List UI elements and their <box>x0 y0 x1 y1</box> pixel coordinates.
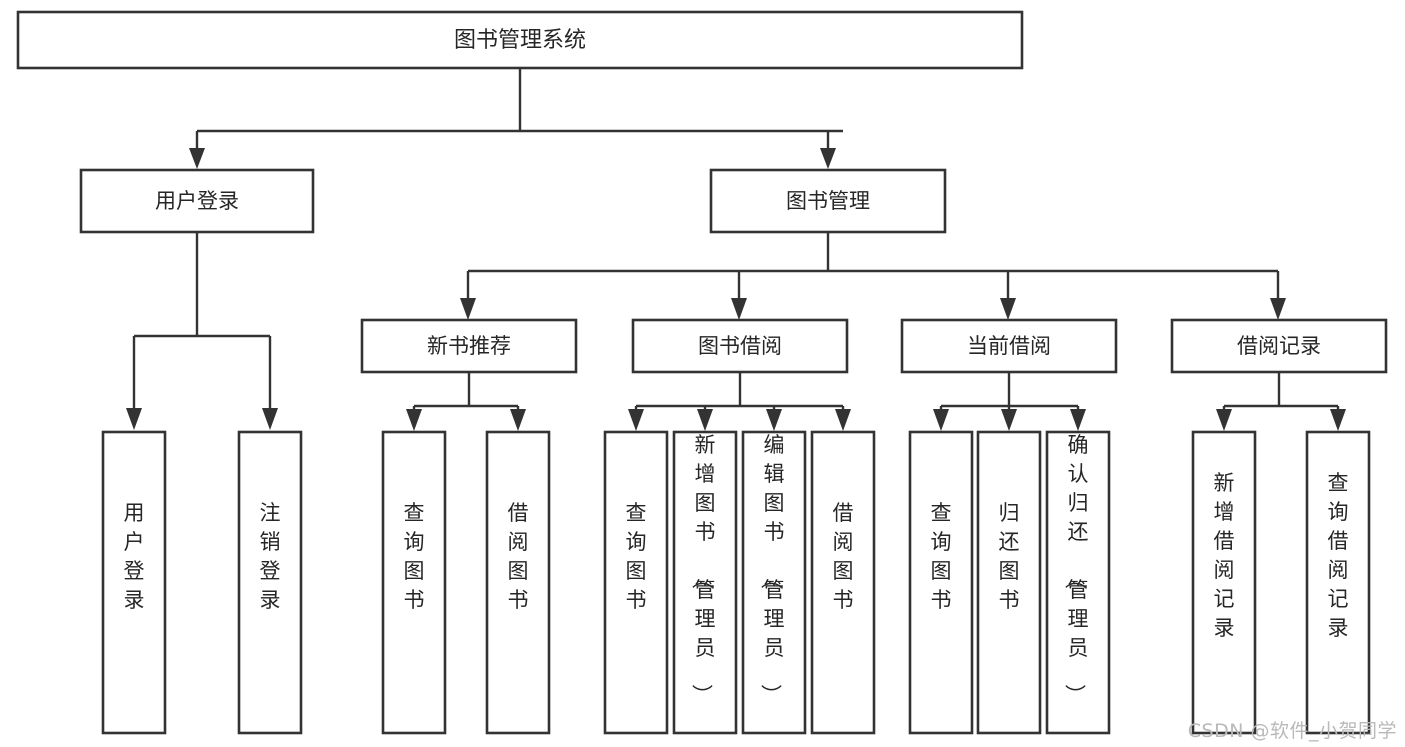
node-book-manage-label: 图书管理 <box>786 189 870 213</box>
connector-user-login-to-leaves <box>126 232 278 430</box>
leaf-node-borrow-book-box[interactable] <box>810 430 876 735</box>
connector-root-to-level2 <box>189 68 843 169</box>
arrow-head-to-leaf-logout <box>262 408 278 430</box>
arrow-head-to-leaf-query-book-2 <box>628 409 644 431</box>
leaf-node-query-book-current-label: 查询图书 <box>931 501 952 612</box>
leaf-node-borrow-book-rec[interactable]: 借阅图书 <box>485 430 551 735</box>
leaf-node-add-record-box[interactable] <box>1191 430 1257 735</box>
leaf-node-logout-label: 注销登录 <box>260 501 281 612</box>
arrow-head-to-leaf-query-book-3 <box>933 409 949 431</box>
leaf-node-logout[interactable]: 注销登录 <box>237 430 303 735</box>
leaf-node-query-book-current-box[interactable] <box>908 430 974 735</box>
node-book-borrow-box[interactable] <box>631 318 849 374</box>
leaf-node-query-book-current[interactable]: 查询图书 <box>908 430 974 735</box>
leaf-node-add-book-label: 新增图书（管理员） <box>690 433 716 705</box>
arrow-head-to-leaf-add-record <box>1216 409 1232 431</box>
node-borrow-record-label: 借阅记录 <box>1237 334 1321 358</box>
leaf-node-add-record[interactable]: 新增借阅记录 <box>1191 430 1257 735</box>
node-book-borrow-label: 图书借阅 <box>698 334 782 358</box>
connector-book-borrow-to-leaves <box>628 372 851 431</box>
leaf-node-borrow-book-rec-box[interactable] <box>485 430 551 735</box>
leaf-node-query-book-borrow-label: 查询图书 <box>626 501 647 612</box>
leaf-node-add-book[interactable]: 新增图书（管理员） <box>672 430 738 735</box>
arrow-head-to-user-login <box>189 148 205 169</box>
leaf-node-query-book-borrow-box[interactable] <box>603 430 669 735</box>
leaf-node-query-book-rec[interactable]: 查询图书 <box>381 430 447 735</box>
arrow-head-to-leaf-query-book-1 <box>406 409 422 431</box>
arrow-head-to-leaf-add-book <box>697 409 713 431</box>
node-root-system-box[interactable] <box>16 10 1024 70</box>
arrow-head-to-leaf-edit-book <box>766 409 782 431</box>
node-book-borrow[interactable]: 图书借阅 <box>631 318 849 374</box>
node-user-login-label: 用户登录 <box>155 189 239 213</box>
connector-current-borrow-to-leaves <box>933 372 1086 431</box>
node-current-borrow-label: 当前借阅 <box>967 334 1051 358</box>
node-book-manage-box[interactable] <box>709 168 947 234</box>
node-new-book-rec[interactable]: 新书推荐 <box>360 318 578 374</box>
leaf-node-query-book-borrow[interactable]: 查询图书 <box>603 430 669 735</box>
arrow-head-to-book-borrow <box>731 298 747 320</box>
node-borrow-record-box[interactable] <box>1170 318 1388 374</box>
leaf-node-add-record-label: 新增借阅记录 <box>1214 471 1235 640</box>
connector-book-manage-to-level3 <box>460 232 1286 320</box>
node-current-borrow[interactable]: 当前借阅 <box>900 318 1118 374</box>
leaf-node-query-book-rec-box[interactable] <box>381 430 447 735</box>
node-borrow-record[interactable]: 借阅记录 <box>1170 318 1388 374</box>
leaf-node-query-record-label: 查询借阅记录 <box>1328 471 1349 640</box>
node-user-login[interactable]: 用户登录 <box>79 168 315 234</box>
node-root-system[interactable]: 图书管理系统 <box>16 10 1024 70</box>
leaf-node-query-book-rec-label: 查询图书 <box>404 501 425 612</box>
leaf-node-query-record-box[interactable] <box>1305 430 1371 735</box>
leaf-node-confirm-return[interactable]: 确认归还（管理员） <box>1045 430 1111 735</box>
arrow-head-to-borrow-record <box>1270 298 1286 320</box>
arrow-head-to-leaf-query-record <box>1330 409 1346 431</box>
arrow-head-to-book-manage <box>820 148 836 169</box>
leaf-node-confirm-return-label: 确认归还（管理员） <box>1063 433 1089 705</box>
node-current-borrow-box[interactable] <box>900 318 1118 374</box>
node-root-system-label: 图书管理系统 <box>454 28 586 53</box>
leaf-node-borrow-book[interactable]: 借阅图书 <box>810 430 876 735</box>
leaf-node-confirm-return-box[interactable] <box>1045 430 1111 735</box>
arrow-head-to-leaf-user-login <box>126 408 142 430</box>
leaf-node-borrow-book-label: 借阅图书 <box>833 501 854 612</box>
connector-new-book-rec-to-leaves <box>406 372 526 431</box>
leaf-node-edit-book-box[interactable] <box>741 430 807 735</box>
leaf-node-user-login-label: 用户登录 <box>124 501 145 612</box>
leaf-node-return-book[interactable]: 归还图书 <box>976 430 1042 735</box>
arrow-head-to-current-borrow <box>1000 298 1016 320</box>
arrow-head-to-leaf-borrow-book-1 <box>510 409 526 431</box>
node-book-manage[interactable]: 图书管理 <box>709 168 947 234</box>
node-new-book-rec-label: 新书推荐 <box>427 334 511 358</box>
leaf-node-return-book-box[interactable] <box>976 430 1042 735</box>
leaf-node-logout-box[interactable] <box>237 430 303 735</box>
leaf-node-edit-book-label: 编辑图书（管理员） <box>759 433 785 705</box>
leaf-node-query-record[interactable]: 查询借阅记录 <box>1305 430 1371 735</box>
arrow-head-to-leaf-confirm-return <box>1070 409 1086 431</box>
leaf-node-return-book-label: 归还图书 <box>999 501 1020 612</box>
connector-borrow-record-to-leaves <box>1216 372 1346 431</box>
node-new-book-rec-box[interactable] <box>360 318 578 374</box>
arrow-head-to-leaf-borrow-book-2 <box>835 409 851 431</box>
leaf-node-add-book-box[interactable] <box>672 430 738 735</box>
leaf-node-borrow-book-rec-label: 借阅图书 <box>508 501 529 612</box>
arrow-head-to-new-book-rec <box>460 298 476 320</box>
leaf-node-user-login-box[interactable] <box>101 430 167 735</box>
leaf-node-edit-book[interactable]: 编辑图书（管理员） <box>741 430 807 735</box>
leaf-node-user-login[interactable]: 用户登录 <box>101 430 167 735</box>
arrow-head-to-leaf-return-book <box>1001 409 1017 431</box>
